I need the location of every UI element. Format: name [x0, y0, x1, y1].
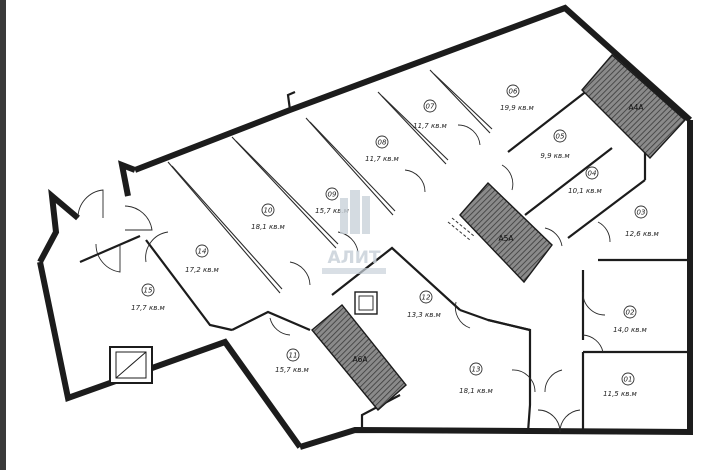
corridor-edge-west: [145, 239, 233, 332]
svg-text:14,0 кв.м: 14,0 кв.м: [613, 326, 647, 334]
north-jog: [286, 90, 296, 111]
watermark-building-icon: [340, 198, 348, 234]
room-02-label: 02 14,0 кв.м: [613, 305, 648, 334]
room-06-label: 06 19,9 кв.м: [500, 84, 535, 112]
room-04-label: 04 10,1 кв.м: [568, 166, 603, 195]
svg-text:9,9 кв.м: 9,9 кв.м: [540, 152, 570, 160]
wall-08-07: [377, 91, 447, 165]
svg-text:07: 07: [426, 103, 435, 111]
svg-text:13: 13: [472, 366, 481, 374]
svg-text:09: 09: [328, 191, 337, 199]
north-wall-step: [118, 160, 137, 197]
wall-10-09: [231, 136, 337, 249]
room-11-label: 11 15,7 кв.м: [275, 348, 310, 374]
room-03-label: 03 12,6 кв.м: [625, 205, 660, 238]
core-a6a-label: А6А: [352, 355, 368, 364]
west-wall-bottom: [37, 261, 303, 449]
svg-text:11: 11: [289, 352, 298, 360]
wall-14-10: [167, 161, 281, 294]
svg-text:12: 12: [422, 294, 431, 302]
core-a6a: [311, 304, 407, 412]
wall-06-05: [507, 89, 589, 153]
svg-text:15,7 кв.м: 15,7 кв.м: [275, 366, 309, 374]
shaft-box: [354, 291, 378, 315]
svg-text:03: 03: [637, 209, 646, 217]
svg-text:02: 02: [626, 309, 635, 317]
svg-text:11,7 кв.м: 11,7 кв.м: [413, 122, 447, 130]
svg-text:04: 04: [588, 170, 597, 178]
watermark: АЛИТ: [322, 190, 386, 274]
room-05-label: 05 9,9 кв.м: [540, 129, 570, 160]
wall-07-06: [429, 69, 491, 134]
svg-text:17,2 кв.м: 17,2 кв.м: [185, 266, 219, 274]
screen-edge-bar: [0, 0, 6, 470]
room-08-label: 08 11,7 кв.м: [365, 135, 400, 163]
svg-text:11,5 кв.м: 11,5 кв.м: [603, 390, 637, 398]
partitions: [79, 69, 690, 433]
svg-text:12,6 кв.м: 12,6 кв.м: [625, 230, 659, 238]
svg-text:10: 10: [264, 207, 273, 215]
room-01-label: 01 11,5 кв.м: [603, 372, 638, 398]
room-13-label: 13 18,1 кв.м: [459, 362, 494, 395]
svg-text:15: 15: [144, 287, 153, 295]
svg-text:14: 14: [198, 248, 207, 256]
svg-text:11,7 кв.м: 11,7 кв.м: [365, 155, 399, 163]
svg-text:10,1 кв.м: 10,1 кв.м: [568, 187, 602, 195]
svg-text:17,7 кв.м: 17,7 кв.м: [131, 304, 165, 312]
room-14-label: 14 17,2 кв.м: [185, 244, 220, 274]
wall-11-north: [231, 310, 311, 332]
wall-13-east: [487, 318, 532, 433]
room-labels: 15 17,7 кв.м 14 17,2 кв.м 10 18,1 кв.м 0…: [131, 84, 660, 398]
watermark-brand: АЛИТ: [327, 248, 381, 268]
north-wall: [133, 4, 693, 173]
west-wall-top: [37, 188, 80, 264]
svg-text:19,9 кв.м: 19,9 кв.м: [500, 104, 534, 112]
wall-09-08: [305, 117, 394, 216]
wall-15-14: [79, 234, 141, 264]
svg-text:08: 08: [378, 139, 387, 147]
svg-text:18,1 кв.м: 18,1 кв.м: [459, 387, 493, 395]
room-15-label: 15 17,7 кв.м: [131, 283, 166, 312]
core-labels: А4А А5А А6А: [352, 103, 644, 364]
wall-12-north: [331, 246, 461, 311]
svg-text:15,7 кв.м: 15,7 кв.м: [315, 207, 349, 215]
core-a4a: [581, 54, 686, 160]
east-south-wall: [299, 120, 693, 450]
svg-text:18,1 кв.м: 18,1 кв.м: [251, 223, 285, 231]
room-09-label: 09 15,7 кв.м: [315, 187, 350, 215]
core-a5a: [459, 181, 553, 284]
svg-text:01: 01: [624, 376, 633, 384]
svg-text:13,3 кв.м: 13,3 кв.м: [407, 311, 441, 319]
wall-05-04: [524, 147, 613, 216]
svg-text:06: 06: [509, 88, 518, 96]
core-a5a-label: А5А: [498, 234, 514, 243]
room-12-label: 12 13,3 кв.м: [407, 290, 442, 319]
svg-text:05: 05: [556, 133, 565, 141]
core-a4a-label: А4А: [628, 103, 644, 112]
room-07-label: 07 11,7 кв.м: [413, 99, 448, 130]
cores: [109, 54, 686, 412]
doors: [77, 124, 611, 433]
room-10-label: 10 18,1 кв.м: [251, 203, 286, 231]
wall-04-03: [567, 179, 646, 239]
